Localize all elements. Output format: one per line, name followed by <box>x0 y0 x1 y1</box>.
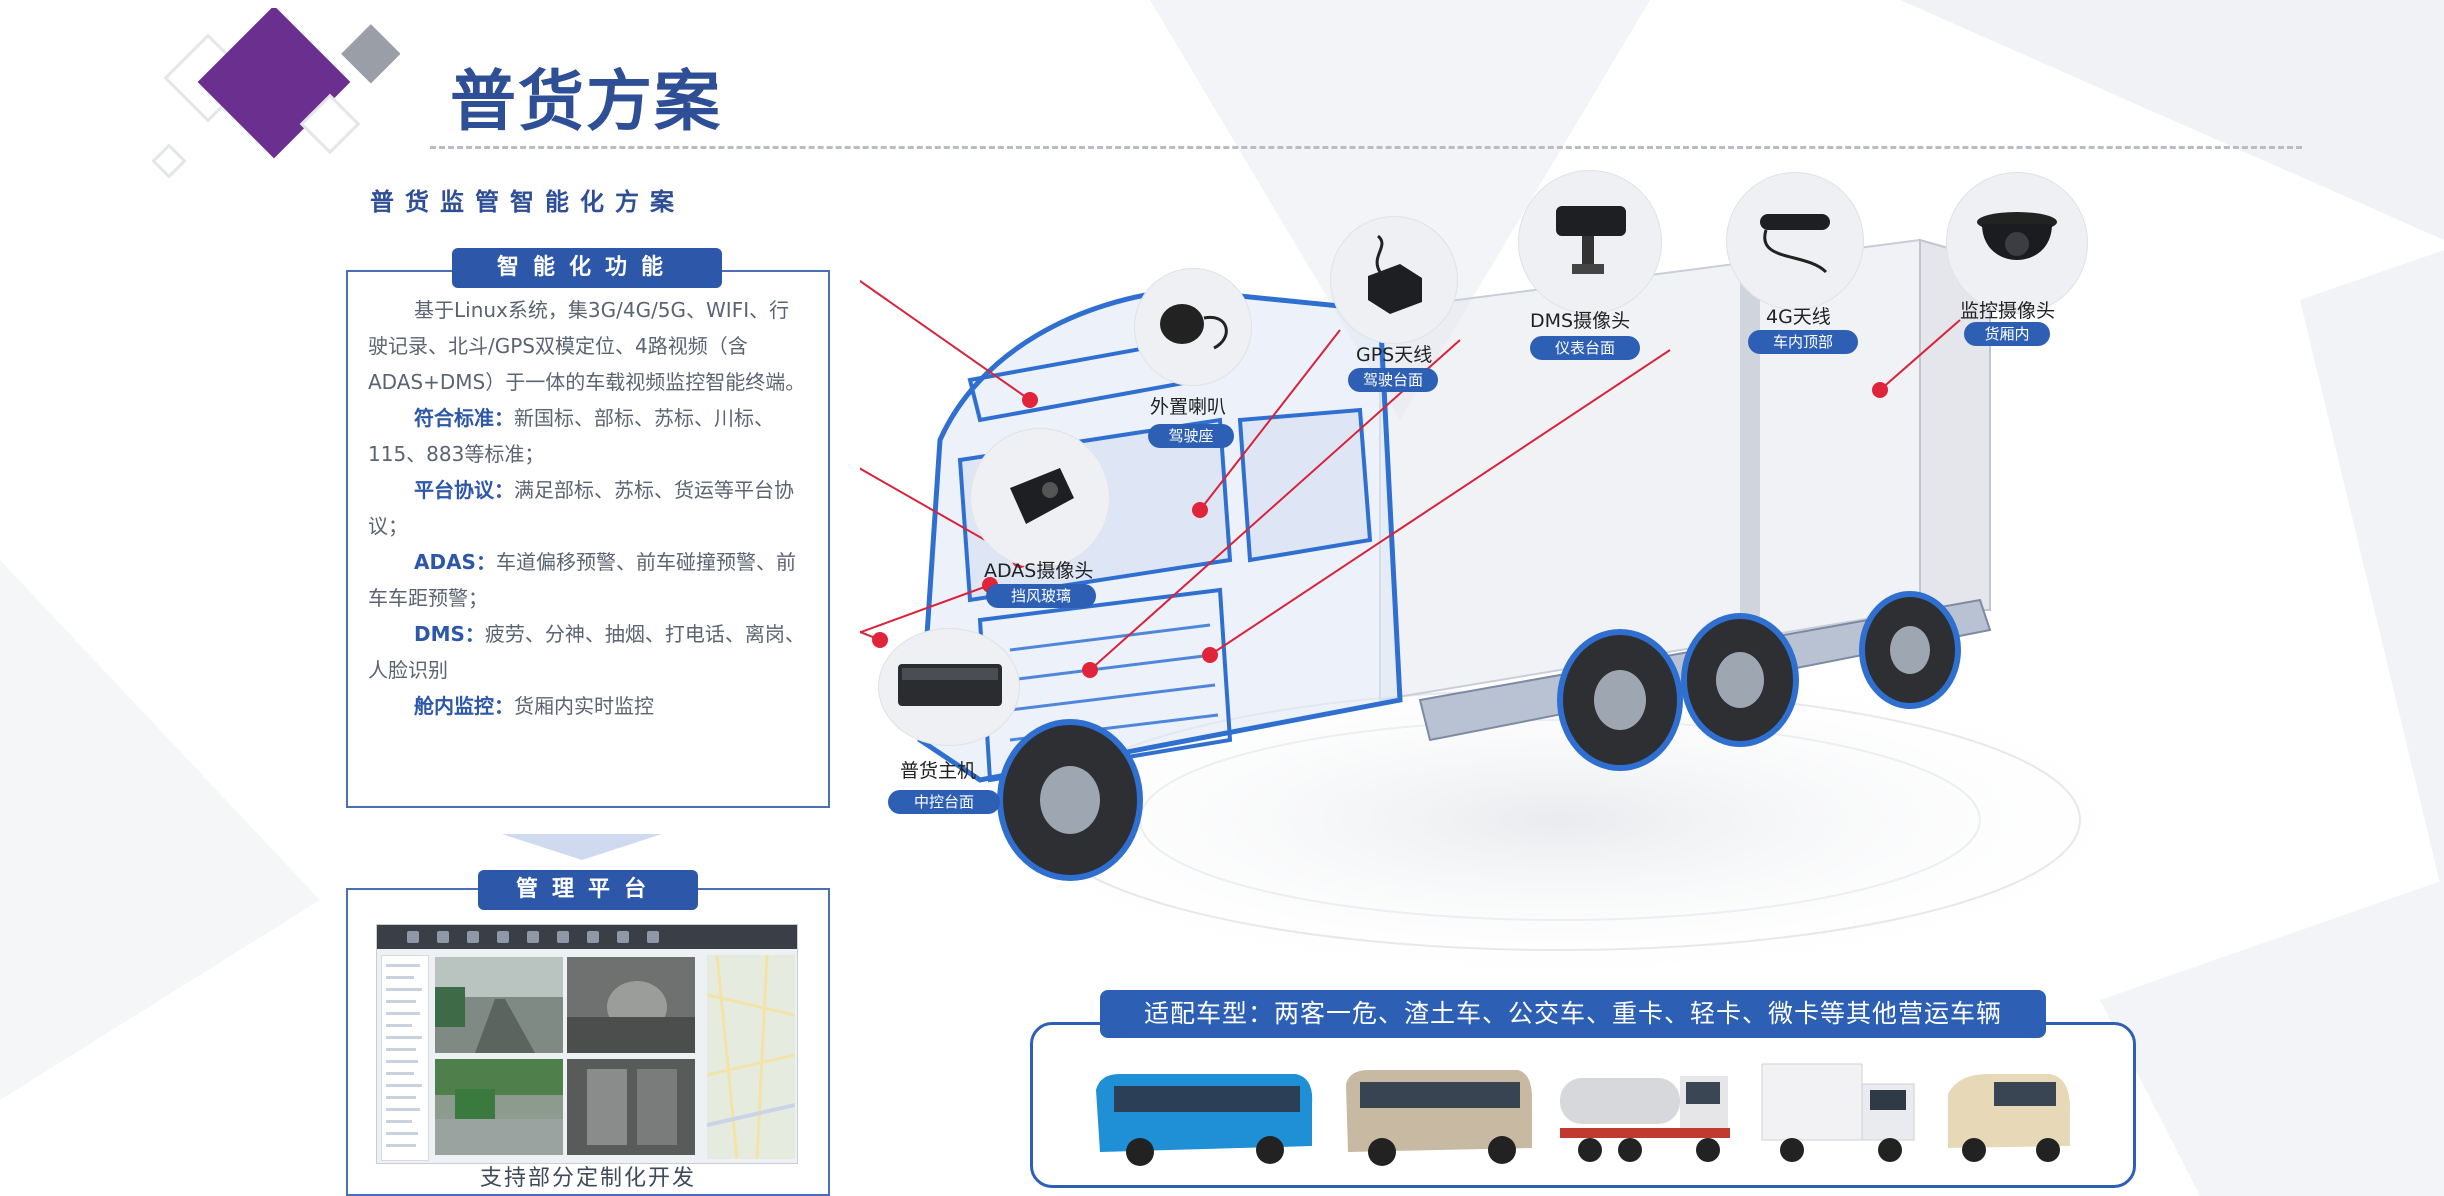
dms-camera-image <box>1518 170 1662 314</box>
speaker-image <box>1134 268 1252 386</box>
component-label: ADAS摄像头 <box>984 560 1094 582</box>
component-location-badge: 中控台面 <box>888 790 1000 814</box>
adas-camera-image <box>970 428 1110 568</box>
toolbar-icon <box>527 931 539 943</box>
component-label: 普货主机 <box>900 760 977 782</box>
component-location-badge: 驾驶台面 <box>1348 368 1438 392</box>
title-divider <box>430 146 2302 149</box>
adas-camera-icon <box>1010 468 1074 524</box>
logo-diamonds-icon <box>151 8 400 178</box>
video-feed-road <box>435 957 563 1053</box>
toolbar-icon <box>617 931 629 943</box>
video-feed-cargo <box>567 1059 695 1155</box>
light-truck-image <box>1761 1063 1915 1162</box>
features-heading: 智能化功能 <box>452 248 722 288</box>
toolbar-icon <box>557 931 569 943</box>
gps-antenna-image <box>1330 216 1458 344</box>
feature-item: ADAS：车道偏移预警、前车碰撞预警、前车车距预警； <box>368 550 796 610</box>
component-label: GPS天线 <box>1356 344 1433 366</box>
page-title: 普货方案 <box>450 63 722 140</box>
toolbar-icon <box>497 931 509 943</box>
component-label: 4G天线 <box>1766 306 1831 328</box>
platform-device-tree <box>381 955 429 1161</box>
video-feed-street <box>435 1059 563 1155</box>
component-location-badge: 货厢内 <box>1964 322 2050 346</box>
component-location-badge: 仪表台面 <box>1530 336 1640 360</box>
dome-camera-icon <box>1977 212 2057 260</box>
gps-antenna-icon <box>1368 234 1422 314</box>
tanker-truck-image <box>1560 1076 1730 1162</box>
dms-camera-icon <box>1556 206 1626 274</box>
4g-antenna-image <box>1726 172 1864 310</box>
truck-illustration <box>860 238 2160 980</box>
platform-toolbar <box>377 925 797 949</box>
dome-camera-image <box>1946 172 2088 314</box>
speaker-icon <box>1160 304 1228 350</box>
features-panel <box>346 270 830 808</box>
platform-map <box>707 955 795 1159</box>
toolbar-icon <box>437 931 449 943</box>
feature-item: 舱内监控：货厢内实时监控 <box>414 694 654 718</box>
toolbar-icon <box>467 931 479 943</box>
toolbar-icon <box>587 931 599 943</box>
feature-item: DMS：疲劳、分神、抽烟、打电话、离岗、人脸识别 <box>368 622 805 682</box>
component-label: 外置喇叭 <box>1150 396 1227 418</box>
feature-item: 符合标准：新国标、部标、苏标、川标、115、883等标准； <box>368 406 774 466</box>
platform-screenshot <box>376 924 798 1164</box>
host-unit-icon <box>898 664 1002 706</box>
features-body: 基于Linux系统，集3G/4G/5G、WIFI、行驶记录、北斗/GPS双模定位… <box>368 292 806 724</box>
component-location-badge: 车内顶部 <box>1748 330 1858 354</box>
down-arrow-icon <box>502 834 662 860</box>
component-location-badge: 挡风玻璃 <box>986 584 1096 608</box>
host-unit-image <box>878 628 1020 746</box>
4g-antenna-icon <box>1760 214 1830 274</box>
platform-heading: 管理平台 <box>478 870 698 910</box>
component-location-badge: 驾驶座 <box>1148 424 1234 448</box>
feature-item: 平台协议：满足部标、苏标、货运等平台协议； <box>368 478 794 538</box>
component-label: DMS摄像头 <box>1530 310 1631 332</box>
toolbar-icon <box>647 931 659 943</box>
page-subtitle: 普货监管智能化方案 <box>370 188 685 216</box>
minibus-image <box>1346 1070 1532 1166</box>
video-feed-cabin <box>567 957 695 1053</box>
mini-van-image <box>1948 1074 2070 1162</box>
vehicle-types-banner: 适配车型：两客一危、渣土车、公交车、重卡、轻卡、微卡等其他营运车辆 <box>1100 990 2046 1038</box>
features-intro: 基于Linux系统，集3G/4G/5G、WIFI、行驶记录、北斗/GPS双模定位… <box>368 298 806 394</box>
component-label: 监控摄像头 <box>1960 300 2056 322</box>
platform-caption: 支持部分定制化开发 <box>479 1166 696 1191</box>
toolbar-icon <box>407 931 419 943</box>
coach-bus-image <box>1096 1074 1313 1166</box>
